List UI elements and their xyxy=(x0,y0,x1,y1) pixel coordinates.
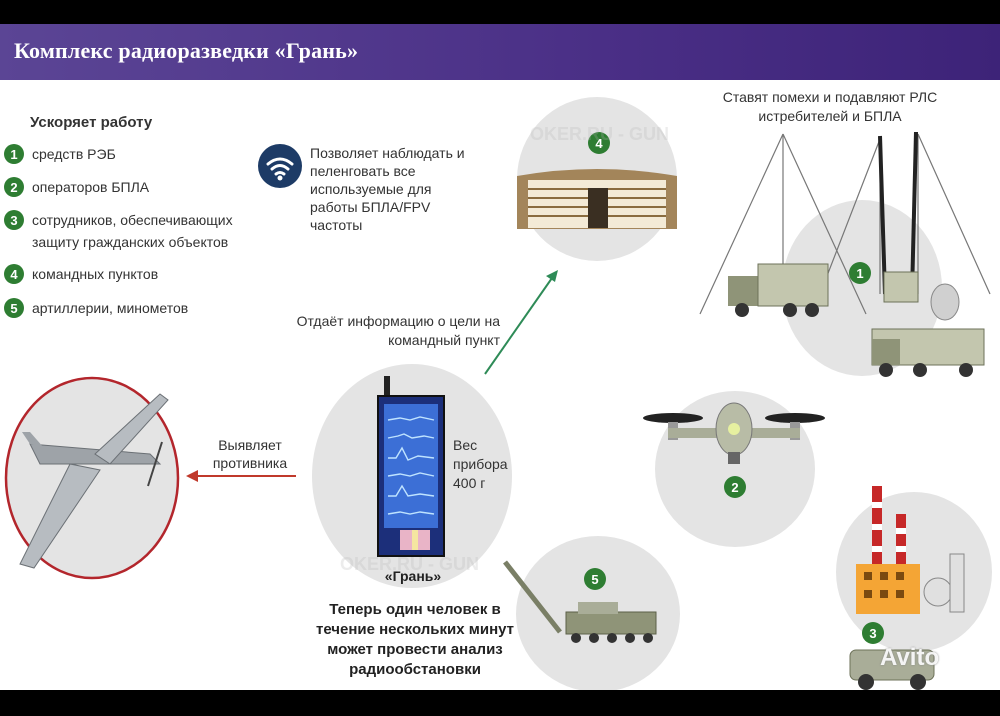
watermark: OKER.RU - GUN xyxy=(530,124,669,144)
badge-1: 1 xyxy=(4,144,24,164)
badge-drone: 2 xyxy=(724,476,746,498)
conclusion-text: Теперь один человек в течение нескольких… xyxy=(315,601,515,678)
civil-facility-illustration xyxy=(836,486,992,690)
badge-4: 4 xyxy=(4,264,24,284)
badge-2: 2 xyxy=(4,177,24,197)
list-item-label: артиллерии, минометов xyxy=(32,300,189,316)
illustration-layer xyxy=(4,97,992,690)
sends-info-description: Отдаёт информацию о цели на командный пу… xyxy=(296,313,500,348)
ew-vehicles-illustration xyxy=(699,131,991,377)
badge-command-post: 4 xyxy=(588,132,610,154)
badge-civil-facility: 3 xyxy=(862,622,884,644)
command-post-illustration xyxy=(517,97,677,261)
badge-ew-vehicles: 1 xyxy=(849,262,871,284)
list-item-label: операторов БПЛА xyxy=(32,179,150,195)
avito-watermark: Avito xyxy=(880,644,940,671)
list-item-civil-protection: 3 сотрудников, обеспечивающих защиту гра… xyxy=(4,210,254,253)
list-item-ew: 1 средств РЭБ xyxy=(4,144,116,165)
list-item-label: сотрудников, обеспечивающих защиту гражд… xyxy=(32,212,233,250)
badge-artillery: 5 xyxy=(584,568,606,590)
list-item-label: средств РЭБ xyxy=(32,146,116,162)
enemy-uav-illustration xyxy=(4,376,180,580)
device-weight: Вес прибора 400 г xyxy=(453,437,508,491)
arrow-to-command-post xyxy=(484,270,558,375)
watermark: OKER.RU - GUN xyxy=(340,554,479,574)
badge-5: 5 xyxy=(4,298,24,318)
speeds-up-title: Ускоряет работу xyxy=(30,114,153,131)
detects-enemy-description: Выявляет противника xyxy=(212,437,288,471)
list-item-label: командных пунктов xyxy=(32,266,159,282)
artillery-illustration xyxy=(503,536,680,690)
list-item-artillery: 5 артиллерии, минометов xyxy=(4,298,188,319)
badge-3: 3 xyxy=(4,210,24,230)
list-item-uav-operators: 2 операторов БПЛА xyxy=(4,177,149,198)
monitor-description: Позволяет наблюдать и пеленговать все ис… xyxy=(310,145,465,233)
header-bar: Комплекс радиоразведки «Грань» xyxy=(0,24,1000,80)
list-item-command-posts: 4 командных пунктов xyxy=(4,264,158,285)
wifi-icon xyxy=(258,144,302,188)
page-title: Комплекс радиоразведки «Грань» xyxy=(14,38,359,63)
jamming-description: Ставят помехи и подавляют РЛС истребител… xyxy=(722,89,938,124)
device-illustration xyxy=(312,364,512,588)
infographic: Комплекс радиоразведки «Грань» xyxy=(0,24,1000,690)
arrow-to-enemy xyxy=(186,470,296,482)
fpv-drone-illustration xyxy=(643,391,825,547)
device-name: «Грань» xyxy=(384,568,442,584)
